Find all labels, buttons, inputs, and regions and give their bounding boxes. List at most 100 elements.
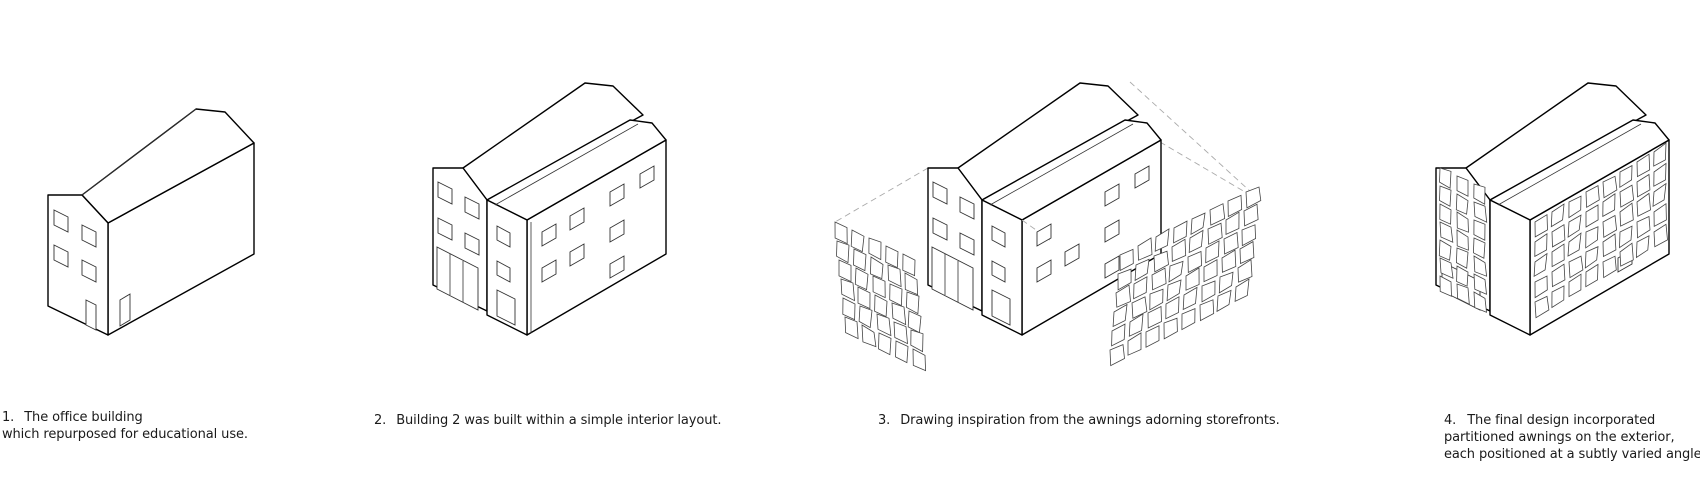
awning-panel	[869, 256, 884, 280]
step-4-line-1: The final design incorporated	[1467, 413, 1656, 428]
awning-panel	[1619, 202, 1634, 227]
awning-panel	[1133, 276, 1148, 300]
step-3-number: 3.	[878, 413, 891, 428]
step-1-line-2: which repurposed for educational use.	[2, 427, 248, 442]
awning-panel	[1245, 186, 1262, 209]
awning-panel	[1439, 203, 1452, 225]
awning-panel	[1111, 323, 1126, 347]
awning-panel	[1201, 280, 1216, 303]
awning-panel	[1585, 204, 1599, 228]
step-1-line-1: The office building	[24, 410, 143, 425]
awning-panel	[878, 332, 892, 356]
awning-panel	[1439, 257, 1454, 279]
awning-panel	[1584, 246, 1599, 269]
awning-panel	[1585, 184, 1600, 208]
awning-panel	[1168, 260, 1184, 283]
awning-panel	[1473, 255, 1488, 277]
awning-panel	[1568, 255, 1584, 279]
awning-panel	[1221, 249, 1237, 273]
building-2-illustration	[432, 82, 667, 336]
step-3-caption: 3.Drawing inspiration from the awnings a…	[878, 412, 1280, 429]
awning-panel	[1636, 173, 1651, 198]
awning-panel	[1455, 193, 1469, 215]
awning-panel	[910, 329, 924, 353]
awning-panel	[1652, 182, 1667, 208]
awning-panel	[1619, 184, 1635, 208]
awning-panel	[1472, 237, 1486, 259]
awning-panel	[1567, 214, 1582, 238]
awning-panel	[872, 275, 886, 299]
awning-panels-left	[834, 221, 927, 372]
step-2-caption: 2. Building 2 was built within a simple i…	[374, 412, 721, 429]
awning-panel	[1187, 250, 1203, 274]
awning-panel	[1209, 203, 1226, 226]
awning-panel	[1205, 240, 1220, 264]
awning-panel	[1456, 229, 1469, 251]
awning-panel	[1185, 267, 1200, 291]
awning-panel	[1585, 263, 1599, 288]
awning-panel	[1534, 275, 1548, 299]
awning-panel	[904, 272, 919, 296]
awning-panel	[1115, 284, 1131, 308]
awning-panel	[1109, 344, 1125, 367]
awning-panel	[861, 324, 877, 348]
awning-panel	[902, 253, 916, 277]
awning-panel	[1619, 225, 1633, 249]
awning-panel	[1153, 250, 1169, 273]
awning-panel	[1456, 175, 1469, 197]
awning-panel	[893, 321, 908, 345]
awning-panel	[1455, 247, 1469, 269]
awning-panel	[1456, 265, 1469, 287]
awning-panel	[1551, 263, 1566, 288]
awning-panel	[1602, 193, 1616, 218]
awning-panel	[1473, 183, 1486, 205]
awning-panel	[1131, 296, 1148, 319]
awning-panel	[891, 302, 907, 326]
awning-panel	[1439, 167, 1452, 189]
awning-panels-final-gable	[1438, 167, 1488, 313]
awning-panel	[1243, 203, 1259, 227]
awning-panel	[1154, 228, 1170, 252]
awning-panel	[1534, 214, 1548, 238]
awning-panel	[838, 259, 852, 283]
step-2-number: 2.	[374, 413, 387, 428]
awning-panel	[1473, 201, 1488, 223]
awning-panel	[1439, 275, 1452, 297]
awning-panel	[854, 267, 869, 291]
awning-panel	[842, 297, 856, 321]
awning-panel	[1636, 192, 1651, 217]
awning-panel	[1585, 226, 1599, 249]
awning-panel	[1216, 289, 1232, 313]
awning-panel	[885, 245, 899, 269]
awning-panel	[1533, 252, 1548, 278]
awning-panel	[1149, 288, 1164, 311]
awning-panel	[874, 294, 888, 318]
awning-panel	[1534, 233, 1548, 258]
awning-panel	[1456, 283, 1470, 305]
awning-panel	[857, 286, 871, 310]
awning-panel	[1190, 212, 1206, 236]
awning-panel	[1473, 219, 1486, 241]
awning-panel	[1166, 279, 1182, 302]
awning-panel	[1188, 229, 1204, 254]
awning-panel	[840, 278, 855, 302]
awning-panel	[1234, 278, 1250, 302]
step-4-caption: 4.The final design incorporated partitio…	[1444, 412, 1700, 463]
awning-panel	[836, 240, 850, 264]
awning-panel	[1218, 271, 1234, 294]
awning-panel	[1439, 185, 1452, 207]
step-2-line-1: Building 2 was built within a simple int…	[396, 413, 722, 428]
awning-panel	[858, 305, 873, 329]
awning-panel	[1619, 164, 1633, 189]
awning-panel	[1653, 162, 1667, 187]
awning-panel	[1636, 215, 1651, 239]
awning-panel	[1473, 273, 1487, 295]
awning-panel	[1239, 240, 1255, 265]
awning-panel	[876, 313, 892, 337]
awning-panel	[868, 237, 882, 261]
awning-panel	[1182, 286, 1198, 311]
awning-panel	[887, 264, 902, 288]
awning-panel	[1165, 296, 1180, 320]
building-3-illustration	[834, 81, 1263, 336]
